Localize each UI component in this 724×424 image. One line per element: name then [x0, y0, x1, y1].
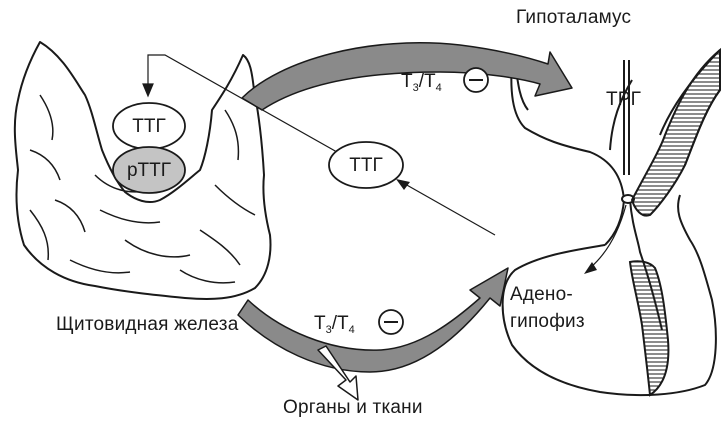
ttg-center-label: ТТГ [329, 156, 403, 175]
bottom-curved-arrow [238, 268, 508, 372]
t3-t4-bottom: T3/T4 [314, 314, 355, 336]
adenohypophysis-line2: гипофиз [510, 312, 585, 331]
thyroid-label: Щитовидная железа [56, 315, 238, 334]
t4-symbol: /T [419, 71, 436, 92]
trh-arrow [584, 205, 626, 274]
t4-subscript: 4 [349, 324, 355, 336]
rttg-label: рТТГ [113, 161, 185, 180]
t3-t4-top: T3/T4 [401, 72, 442, 94]
t4-subscript: 4 [436, 82, 442, 94]
ttg-left-label: ТТГ [113, 117, 185, 136]
t3-symbol: T [314, 313, 326, 334]
t4-symbol: /T [332, 313, 349, 334]
hypothalamus-label: Гипоталамус [516, 8, 631, 27]
adenohypophysis-line1: Адено- [510, 285, 573, 304]
trh-label: ТРГ [606, 90, 641, 109]
pituitary-stalk-hatch [630, 50, 720, 395]
organs-label: Органы и ткани [283, 398, 423, 417]
t3-symbol: T [401, 71, 413, 92]
ttg-secretion-arrow [396, 179, 495, 235]
